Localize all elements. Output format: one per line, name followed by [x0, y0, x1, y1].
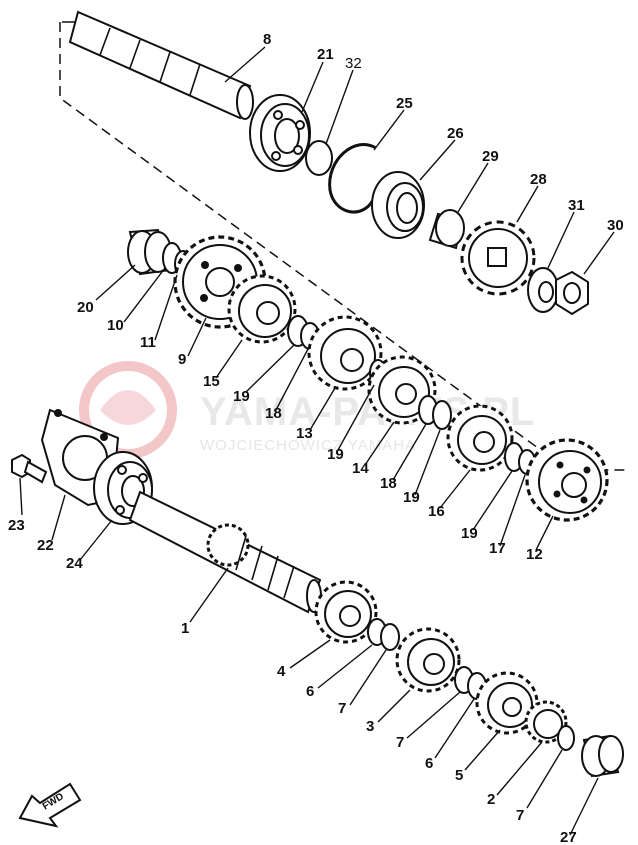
leader-lines — [19, 46, 615, 836]
gear-5-part[interactable] — [475, 671, 539, 735]
callout-12[interactable]: 12 — [526, 546, 543, 563]
callout-14[interactable]: 14 — [352, 460, 369, 477]
watermark-subtitle: WOJCIECHOWICZ YAMAHA — [200, 437, 416, 454]
callout-5[interactable]: 5 — [455, 767, 463, 784]
callout-29[interactable]: 29 — [482, 148, 499, 165]
needle-bearing-part[interactable] — [581, 734, 624, 778]
callout-8[interactable]: 8 — [263, 31, 271, 48]
callout-27[interactable]: 27 — [560, 829, 577, 845]
gear-4-part[interactable] — [314, 580, 378, 644]
callout-2[interactable]: 2 — [487, 791, 495, 808]
callout-18a[interactable]: 18 — [265, 405, 282, 422]
bolt-part[interactable] — [11, 453, 48, 484]
circlip-part[interactable] — [380, 623, 400, 651]
callout-28[interactable]: 28 — [530, 171, 547, 188]
gear-12-part[interactable] — [525, 438, 609, 522]
circlip-part[interactable] — [328, 143, 377, 214]
callout-19b[interactable]: 19 — [327, 446, 344, 463]
callout-10[interactable]: 10 — [107, 317, 124, 334]
drive-sprocket-part[interactable] — [460, 220, 536, 296]
callout-1[interactable]: 1 — [181, 620, 189, 637]
callout-32[interactable]: 32 — [345, 55, 362, 72]
gear-16-part[interactable] — [446, 404, 514, 472]
callout-19d[interactable]: 19 — [461, 525, 478, 542]
drive-axle-part[interactable] — [68, 10, 254, 120]
oil-seal-part[interactable] — [371, 171, 425, 239]
bearing-part[interactable] — [249, 94, 311, 172]
collar-part[interactable] — [428, 209, 465, 250]
gear-13-part[interactable] — [307, 315, 383, 391]
washer-part[interactable] — [432, 400, 452, 430]
callout-24[interactable]: 24 — [66, 555, 83, 572]
callout-13[interactable]: 13 — [296, 425, 313, 442]
callout-19a[interactable]: 19 — [233, 388, 250, 405]
callout-15[interactable]: 15 — [203, 373, 220, 390]
gear-14-part[interactable] — [367, 355, 437, 425]
callout-23[interactable]: 23 — [8, 517, 25, 534]
o-ring-part[interactable] — [305, 140, 333, 176]
callout-6b[interactable]: 6 — [425, 755, 433, 772]
callout-21[interactable]: 21 — [317, 46, 334, 63]
callout-3[interactable]: 3 — [366, 718, 374, 735]
nut-part[interactable] — [555, 270, 589, 316]
callout-7c[interactable]: 7 — [516, 807, 524, 824]
fwd-arrow-icon: FWD — [18, 782, 82, 828]
circlip-part[interactable] — [557, 725, 575, 751]
gear-2-part[interactable] — [524, 700, 568, 744]
gear-3-part[interactable] — [395, 627, 461, 693]
watermark-logo-shape — [100, 390, 156, 425]
callout-7a[interactable]: 7 — [338, 700, 346, 717]
callout-6a[interactable]: 6 — [306, 683, 314, 700]
callout-4[interactable]: 4 — [277, 663, 286, 680]
callout-19c[interactable]: 19 — [403, 489, 420, 506]
callout-26[interactable]: 26 — [447, 125, 464, 142]
callout-16[interactable]: 16 — [428, 503, 445, 520]
callout-30[interactable]: 30 — [607, 217, 624, 234]
callout-18b[interactable]: 18 — [380, 475, 397, 492]
callout-7b[interactable]: 7 — [396, 734, 404, 751]
callout-9[interactable]: 9 — [178, 351, 186, 368]
gear-15-part[interactable] — [227, 274, 297, 344]
callout-25[interactable]: 25 — [396, 95, 413, 112]
lock-washer-part[interactable] — [527, 267, 559, 313]
callout-17[interactable]: 17 — [489, 540, 506, 557]
callout-22[interactable]: 22 — [37, 537, 54, 554]
callout-20[interactable]: 20 — [77, 299, 94, 316]
callout-11[interactable]: 11 — [140, 334, 156, 351]
main-axle-part[interactable] — [128, 490, 322, 614]
callout-labels: 8 21 32 25 26 29 28 31 30 20 10 11 9 15 … — [8, 31, 624, 845]
callout-31[interactable]: 31 — [568, 197, 585, 214]
